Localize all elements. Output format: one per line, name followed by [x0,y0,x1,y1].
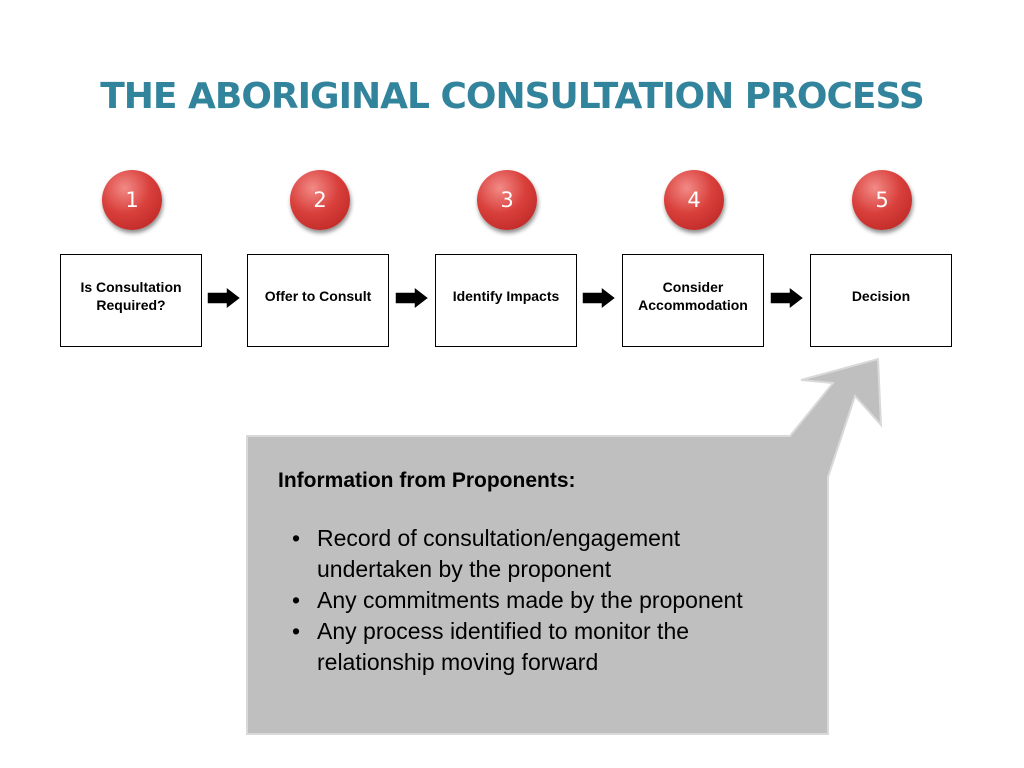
step-box-4: Consider Accommodation [622,254,764,347]
step-box-5: Decision [810,254,952,347]
bullet-icon: • [292,618,301,644]
step-label-1: Is Consultation Required? [80,278,182,313]
step-number-badge-5: 5 [852,170,912,230]
bullet-icon: • [292,525,301,551]
list-item: • Any commitments made by the proponent [278,585,798,616]
arrow-right-icon [581,286,617,310]
step-label-4: Consider Accommodation [638,278,748,313]
bullet-icon: • [292,587,301,613]
info-bullet-text: Any process identified to monitor the re… [317,618,690,675]
slide-title: THE ABORIGINAL CONSULTATION PROCESS [100,76,925,117]
step-box-3: Identify Impacts [435,254,577,347]
arrow-right-icon [394,286,430,310]
list-item: • Record of consultation/engagement under… [278,523,798,585]
info-heading: Information from Proponents: [278,469,576,492]
step-number-badge-2: 2 [290,170,350,230]
arrow-right-icon [769,286,805,310]
step-label-3: Identify Impacts [452,287,560,304]
step-label-2: Offer to Consult [264,287,372,304]
list-item: • Any process identified to monitor the r… [278,616,798,678]
info-bullet-text: Any commitments made by the proponent [317,587,743,613]
info-bullet-list: • Record of consultation/engagement under… [278,523,798,678]
step-number-badge-1: 1 [102,170,162,230]
step-box-1: Is Consultation Required? [60,254,202,347]
step-box-2: Offer to Consult [247,254,389,347]
info-panel-content: Information from Proponents: • Record of … [247,436,828,734]
step-label-5: Decision [851,287,911,304]
step-number-badge-3: 3 [477,170,537,230]
info-bullet-text: Record of consultation/engagement undert… [317,525,681,582]
arrow-right-icon [206,286,242,310]
step-number-badge-4: 4 [664,170,724,230]
